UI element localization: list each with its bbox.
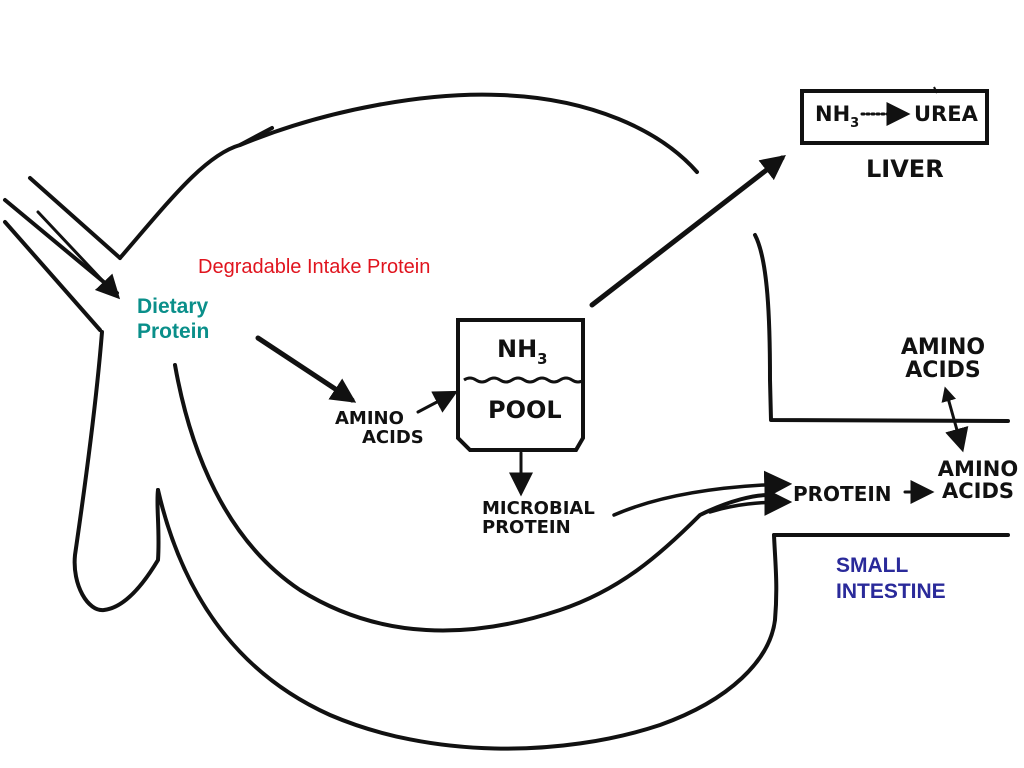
blood-amino-acids-line2: ACIDS (905, 358, 981, 384)
arrow-rumen-to-protein (708, 488, 793, 517)
arrow-pool-to-liver (589, 154, 786, 308)
nh3-pool-top-text: NH (497, 335, 538, 363)
rumen-inner-curve (173, 363, 770, 633)
rumen-outer-bottom-loop (156, 488, 779, 751)
rumen-left-lobe-outline (72, 330, 161, 613)
liver-label: LIVER (866, 155, 944, 183)
nh3-pool-bottom-label: POOL (488, 396, 562, 424)
degradable-intake-protein-label: Degradable Intake Protein (198, 256, 431, 278)
liver-nh3-text: NH (815, 102, 851, 126)
intestine-amino-acids-label: AMINO ACIDS (936, 458, 1020, 502)
dietary-protein-line1: Dietary (137, 295, 209, 318)
arrow-microbial-to-protein (612, 470, 793, 517)
rumen-amino-acids-line1: AMINO (335, 408, 404, 429)
arrow-dietary-to-amino-acids (255, 335, 357, 403)
liver-nh3-label: NH3 (815, 102, 859, 130)
intestine-amino-acids-line1: AMINO (937, 457, 1019, 481)
esophagus-outer-line (28, 176, 122, 260)
small-intestine-line2: INTESTINE (836, 580, 946, 604)
blood-amino-acids-line1: AMINO (900, 335, 986, 360)
liver-urea-label: UREA (914, 102, 978, 126)
nh3-pool-box (456, 318, 585, 452)
microbial-protein-line1: MICROBIAL (482, 498, 595, 519)
rumen-amino-acids-line2: ACIDS (362, 426, 424, 448)
nh3-pool-top-label: NH3 (497, 335, 548, 366)
arrow-amino-acids-to-nh3-pool (416, 390, 458, 414)
intestine-protein-label: PROTEIN (793, 482, 892, 506)
rumen-top-outline (118, 92, 699, 260)
small-intestine-label: SMALL INTESTINE (836, 553, 946, 606)
rumen-top-mark (238, 126, 274, 147)
liver-box (800, 89, 989, 145)
dietary-protein-line2: Protein (137, 320, 210, 344)
esophagus-inner-line (3, 220, 102, 332)
nh3-pool-subscript: 3 (537, 349, 548, 368)
dietary-protein-label: Dietary Protein (137, 294, 209, 344)
arrow-esophagus-to-dietary (36, 210, 121, 300)
intestine-upper-wall (753, 233, 1010, 423)
rumen-amino-acids-label: AMINO ACIDS (335, 408, 424, 448)
liver-box-tick (933, 86, 938, 94)
microbial-protein-line2: PROTEIN (482, 516, 571, 538)
blood-amino-acids-label: AMINO ACIDS (893, 336, 993, 382)
intestine-amino-acids-line2: ACIDS (941, 479, 1015, 504)
arrow-amino-acids-bidirectional (941, 386, 969, 453)
microbial-protein-label: MICROBIAL PROTEIN (482, 498, 595, 538)
liver-nh3-subscript: 3 (850, 115, 860, 131)
small-intestine-line1: SMALL (836, 554, 909, 577)
nh3-pool-wavy-line (463, 376, 585, 384)
